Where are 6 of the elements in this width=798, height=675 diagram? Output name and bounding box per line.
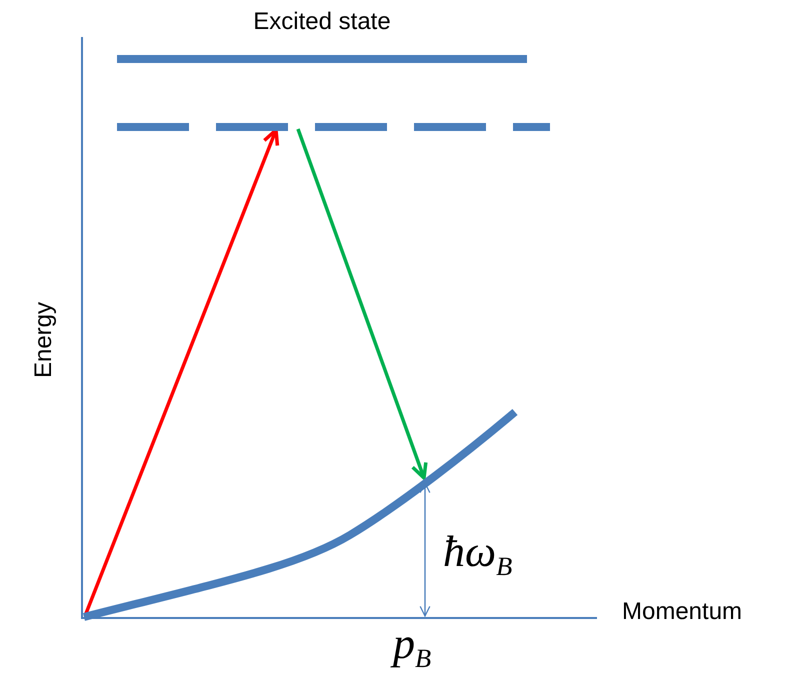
math-label: ħω$_{B}$	[443, 526, 512, 582]
axis-label: Momentum	[622, 598, 742, 626]
arrow	[296, 128, 428, 480]
math-label: p$_{B}$	[393, 618, 432, 674]
axis-label: Energy	[30, 302, 58, 378]
level-label: Excited state	[252, 8, 392, 36]
